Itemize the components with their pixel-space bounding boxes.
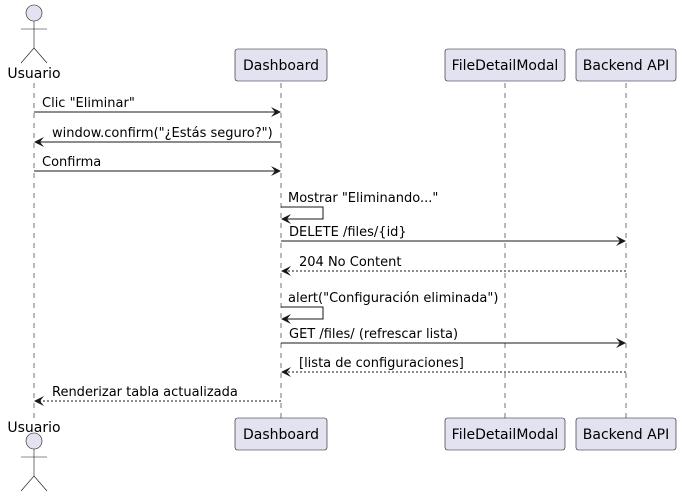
message-6: 204 No Content	[281, 255, 626, 276]
message-label: alert("Configuración eliminada")	[288, 291, 498, 306]
participant-label: Usuario	[7, 66, 60, 82]
participant-box	[234, 48, 328, 82]
participant-label: Dashboard	[243, 427, 319, 443]
participant-label: Dashboard	[243, 58, 319, 74]
message-9: [lista de configuraciones]	[281, 356, 626, 377]
message-2: window.confirm("¿Estás seguro?")	[34, 126, 281, 147]
message-label: Confirma	[42, 155, 101, 170]
self-message-arrow	[281, 206, 324, 224]
message-8: GET /files/ (refrescar lista)	[281, 327, 626, 348]
participant-backend-top: Backend API	[575, 48, 677, 82]
participant-label: Backend API	[583, 58, 669, 74]
message-label: window.confirm("¿Estás seguro?")	[52, 126, 273, 141]
message-label: DELETE /files/{id}	[289, 225, 407, 240]
participant-filedetailmodal-bottom: FileDetailModal	[444, 417, 566, 451]
participant-backend-bottom: Backend API	[575, 417, 677, 451]
message-5: DELETE /files/{id}	[281, 225, 626, 246]
self-message-arrow	[281, 306, 324, 324]
message-label: Clic "Eliminar"	[42, 96, 135, 111]
message-label: Renderizar tabla actualizada	[52, 385, 238, 400]
actor-body	[20, 449, 48, 492]
message-10: Renderizar tabla actualizada	[34, 385, 281, 406]
participant-label: FileDetailModal	[452, 427, 559, 443]
participant-label: Backend API	[583, 427, 669, 443]
actor-head	[25, 4, 43, 22]
participant-dashboard-top: Dashboard	[234, 48, 328, 82]
participant-label: FileDetailModal	[452, 58, 559, 74]
actor-usuario-bottom: Usuario	[7, 420, 61, 492]
message-label: 204 No Content	[299, 255, 401, 270]
participant-box	[444, 48, 566, 82]
participant-box	[234, 417, 328, 451]
message-label: Mostrar "Eliminando..."	[288, 191, 438, 206]
message-1: Clic "Eliminar"	[34, 96, 281, 117]
participant-box	[575, 48, 677, 82]
participant-box	[444, 417, 566, 451]
message-4: Mostrar "Eliminando..."	[281, 191, 438, 224]
message-label: [lista de configuraciones]	[299, 356, 464, 371]
message-7: alert("Configuración eliminada")	[281, 291, 498, 324]
actor-usuario-top: Usuario	[7, 4, 61, 82]
message-3: Confirma	[34, 155, 281, 176]
participant-label: Usuario	[7, 420, 60, 436]
actor-body	[20, 21, 48, 64]
participant-dashboard-bottom: Dashboard	[234, 417, 328, 451]
participant-box	[575, 417, 677, 451]
participant-filedetailmodal-top: FileDetailModal	[444, 48, 566, 82]
message-label: GET /files/ (refrescar lista)	[289, 327, 458, 342]
